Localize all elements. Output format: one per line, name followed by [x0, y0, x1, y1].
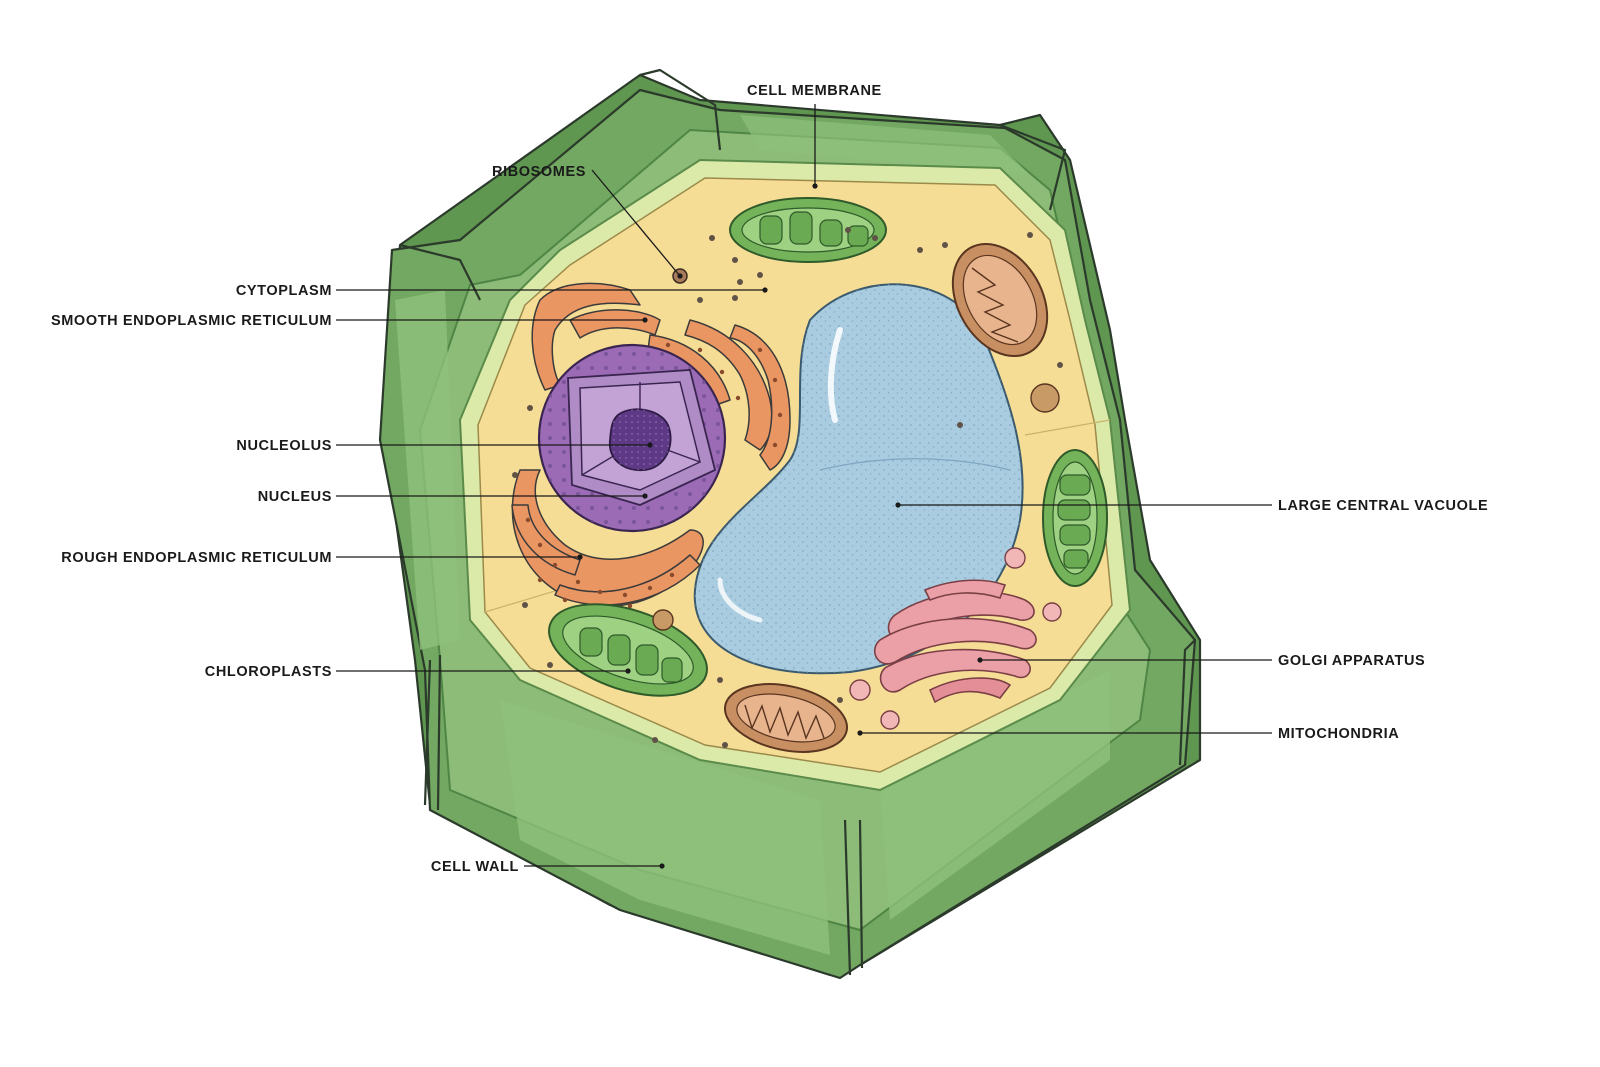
chloroplast-right — [1042, 449, 1108, 587]
label-chloroplasts: CHLOROPLASTS — [205, 664, 332, 680]
label-cytoplasm: CYTOPLASM — [236, 283, 332, 299]
nucleolus — [609, 408, 672, 471]
label-cell-membrane: CELL MEMBRANE — [747, 83, 882, 99]
golgi-apparatus — [874, 579, 1037, 704]
mitochondrion-top — [951, 242, 1049, 358]
label-smooth-er: SMOOTH ENDOPLASMIC RETICULUM — [51, 313, 332, 329]
label-cell-wall: CELL WALL — [431, 859, 519, 875]
er-ribosome-dots — [525, 342, 783, 611]
ribosomes — [512, 227, 1063, 748]
label-mitochondria: MITOCHONDRIA — [1278, 726, 1399, 742]
leader-ribosomes — [591, 169, 681, 277]
rough-endoplasmic-reticulum — [511, 282, 791, 607]
label-rough-er: ROUGH ENDOPLASMIC RETICULUM — [61, 550, 332, 566]
label-nucleolus: NUCLEOLUS — [236, 438, 332, 454]
label-golgi-apparatus: GOLGI APPARATUS — [1278, 653, 1425, 669]
chloroplast-top — [729, 197, 887, 263]
label-nucleus: NUCLEUS — [258, 489, 332, 505]
leader-lines — [336, 104, 1272, 869]
labels: CELL MEMBRANE RIBOSOMES CYTOPLASM SMOOTH… — [51, 83, 1488, 875]
label-large-central-vacuole: LARGE CENTRAL VACUOLE — [1278, 498, 1488, 514]
large-central-vacuole — [693, 283, 1024, 675]
mitochondrion-bottom — [723, 683, 849, 753]
vesicles — [652, 383, 1062, 730]
label-ribosomes: RIBOSOMES — [492, 164, 586, 180]
